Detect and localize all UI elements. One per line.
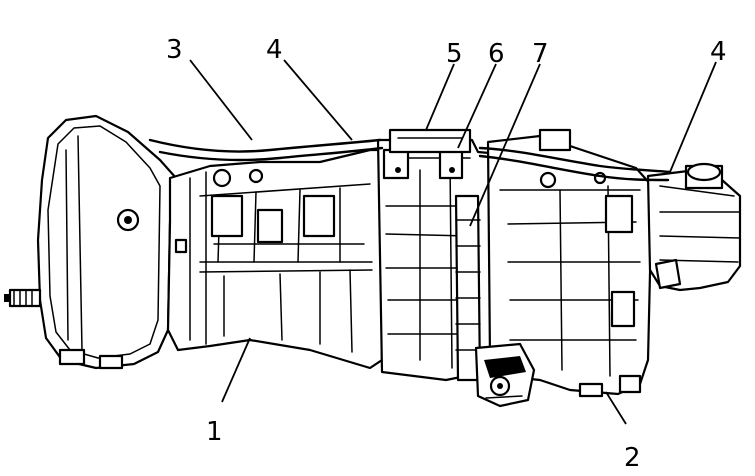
leader-4b [669,61,717,173]
breather-lines [148,138,672,182]
leader-lines [189,59,717,425]
callout-7: 7 [532,39,549,69]
callout-4b: 4 [710,37,727,67]
callout-3: 3 [166,35,183,65]
leader-2 [605,391,627,425]
leader-6 [457,63,497,149]
tail-housing [646,162,742,292]
callout-labels: 1 2 3 4 4 5 6 7 [166,35,727,473]
shift-bracket [474,342,536,408]
bell-housing [36,114,188,370]
leader-1 [221,337,251,403]
shift-cover [388,128,472,154]
callout-5: 5 [446,39,463,69]
callout-6: 6 [488,39,505,69]
leader-4a [283,59,353,141]
main-case [166,148,384,370]
extension-housing [486,128,654,398]
leader-7 [469,63,541,227]
leader-5 [425,63,455,131]
input-shaft [4,288,42,308]
intermediate-housing [376,138,506,382]
callout-4a: 4 [266,35,283,65]
callout-1: 1 [206,417,223,447]
callout-2: 2 [624,443,641,473]
leader-3 [189,59,253,141]
